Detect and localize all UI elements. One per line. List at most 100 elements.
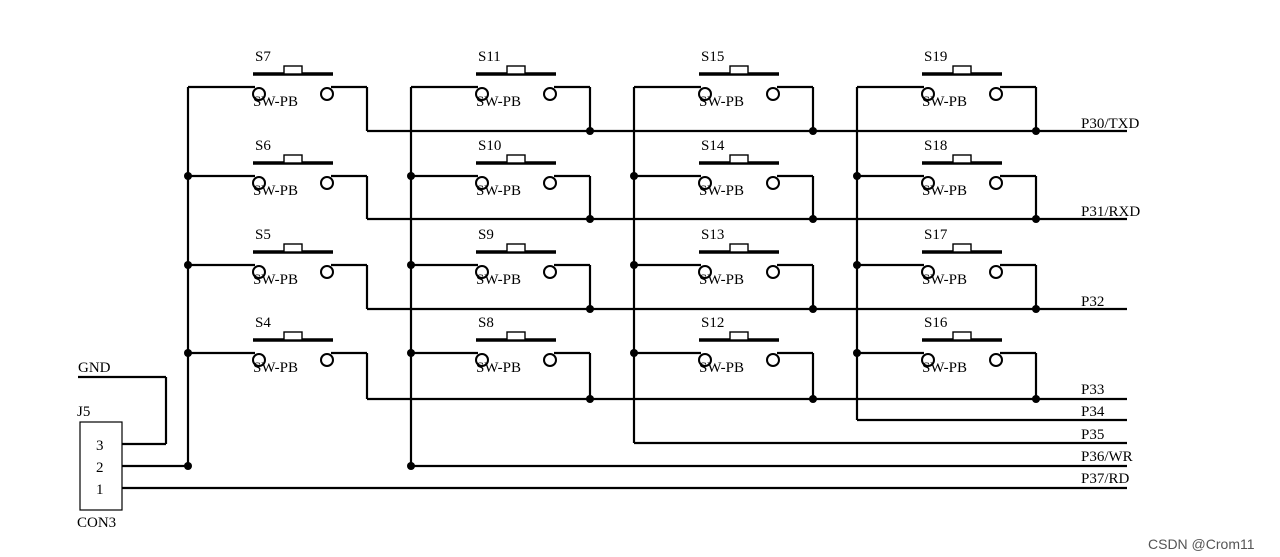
switch-contact-right bbox=[320, 353, 334, 367]
wires bbox=[78, 85, 1127, 490]
switch-plunger bbox=[283, 331, 303, 341]
switch-ref: S18 bbox=[924, 138, 947, 154]
switch-contact-right bbox=[989, 353, 1003, 367]
switch-plunger bbox=[952, 243, 972, 253]
switches: S7SW-PBS11SW-PBS15SW-PBS19SW-PBS6SW-PBS1… bbox=[252, 49, 1003, 376]
column-junction bbox=[184, 462, 192, 470]
column-junction bbox=[630, 261, 638, 269]
switch-ref: S11 bbox=[478, 49, 501, 65]
column-junction bbox=[630, 172, 638, 180]
switch-contact-left bbox=[921, 265, 935, 279]
switch-type-label: SW-PB bbox=[253, 94, 298, 110]
switch-plunger bbox=[506, 331, 526, 341]
switch-contact-left bbox=[475, 176, 489, 190]
switch-ref: S5 bbox=[255, 227, 271, 243]
column-junction bbox=[853, 349, 861, 357]
connector-pin-1: 1 bbox=[96, 482, 104, 498]
row-junction bbox=[1032, 127, 1040, 135]
row-junction bbox=[1032, 305, 1040, 313]
switch-contact-left bbox=[475, 87, 489, 101]
switch-contact-left bbox=[252, 87, 266, 101]
switch-plunger bbox=[729, 243, 749, 253]
switch-plunger bbox=[729, 154, 749, 164]
switch-contact-left bbox=[252, 265, 266, 279]
column-junction bbox=[853, 172, 861, 180]
switch-plunger bbox=[506, 243, 526, 253]
net-label-row-3: P32 bbox=[1081, 294, 1104, 310]
column-junction bbox=[184, 261, 192, 269]
switch-contact-right bbox=[766, 176, 780, 190]
switch-type-label: SW-PB bbox=[253, 183, 298, 199]
switch-type-label: SW-PB bbox=[699, 360, 744, 376]
switch-type-label: SW-PB bbox=[699, 272, 744, 288]
switch-plunger bbox=[283, 154, 303, 164]
connector-j5: GND J5 3 2 1 CON3 bbox=[77, 360, 123, 531]
switch-ref: S13 bbox=[701, 227, 724, 243]
net-label-row-1: P30/TXD bbox=[1081, 116, 1140, 132]
switch-plunger bbox=[506, 154, 526, 164]
switch-contact-left bbox=[698, 265, 712, 279]
switch-ref: S17 bbox=[924, 227, 948, 243]
row-junction bbox=[586, 215, 594, 223]
switch-ref: S10 bbox=[478, 138, 501, 154]
column-junction bbox=[407, 462, 415, 470]
column-junction bbox=[630, 349, 638, 357]
switch-contact-left bbox=[698, 87, 712, 101]
switch-contact-right bbox=[543, 265, 557, 279]
switch-plunger bbox=[952, 65, 972, 75]
connector-body bbox=[79, 421, 123, 511]
row-junction bbox=[1032, 395, 1040, 403]
switch-type-label: SW-PB bbox=[253, 272, 298, 288]
switch-ref: S16 bbox=[924, 315, 948, 331]
switch-contact-right bbox=[766, 353, 780, 367]
row-junction bbox=[809, 395, 817, 403]
switch-ref: S12 bbox=[701, 315, 724, 331]
net-label-col-2: P36/WR bbox=[1081, 449, 1133, 465]
switch-type-label: SW-PB bbox=[699, 183, 744, 199]
row-junction bbox=[586, 395, 594, 403]
switch-ref: S15 bbox=[701, 49, 724, 65]
column-junction bbox=[407, 172, 415, 180]
switch-type-label: SW-PB bbox=[699, 94, 744, 110]
switch-contact-left bbox=[475, 353, 489, 367]
switch-contact-left bbox=[698, 176, 712, 190]
switch-type-label: SW-PB bbox=[476, 272, 521, 288]
column-junction bbox=[407, 261, 415, 269]
switch-plunger bbox=[952, 154, 972, 164]
switch-type-label: SW-PB bbox=[476, 183, 521, 199]
switch-plunger bbox=[952, 331, 972, 341]
column-junction bbox=[853, 261, 861, 269]
column-junction bbox=[184, 349, 192, 357]
switch-contact-right bbox=[989, 176, 1003, 190]
switch-contact-right bbox=[543, 87, 557, 101]
switch-ref: S14 bbox=[701, 138, 725, 154]
switch-contact-right bbox=[766, 265, 780, 279]
switch-contact-right bbox=[989, 87, 1003, 101]
switch-ref: S9 bbox=[478, 227, 494, 243]
switch-ref: S7 bbox=[255, 49, 271, 65]
row-junction bbox=[809, 215, 817, 223]
switch-contact-right bbox=[320, 265, 334, 279]
switch-contact-right bbox=[989, 265, 1003, 279]
switch-type-label: SW-PB bbox=[476, 94, 521, 110]
switch-contact-left bbox=[475, 265, 489, 279]
switch-plunger bbox=[506, 65, 526, 75]
switch-ref: S6 bbox=[255, 138, 271, 154]
connector-pin-2: 2 bbox=[96, 460, 104, 476]
switch-type-label: SW-PB bbox=[476, 360, 521, 376]
net-label-col-1: P37/RD bbox=[1081, 471, 1130, 487]
net-label-row-2: P31/RXD bbox=[1081, 204, 1140, 220]
